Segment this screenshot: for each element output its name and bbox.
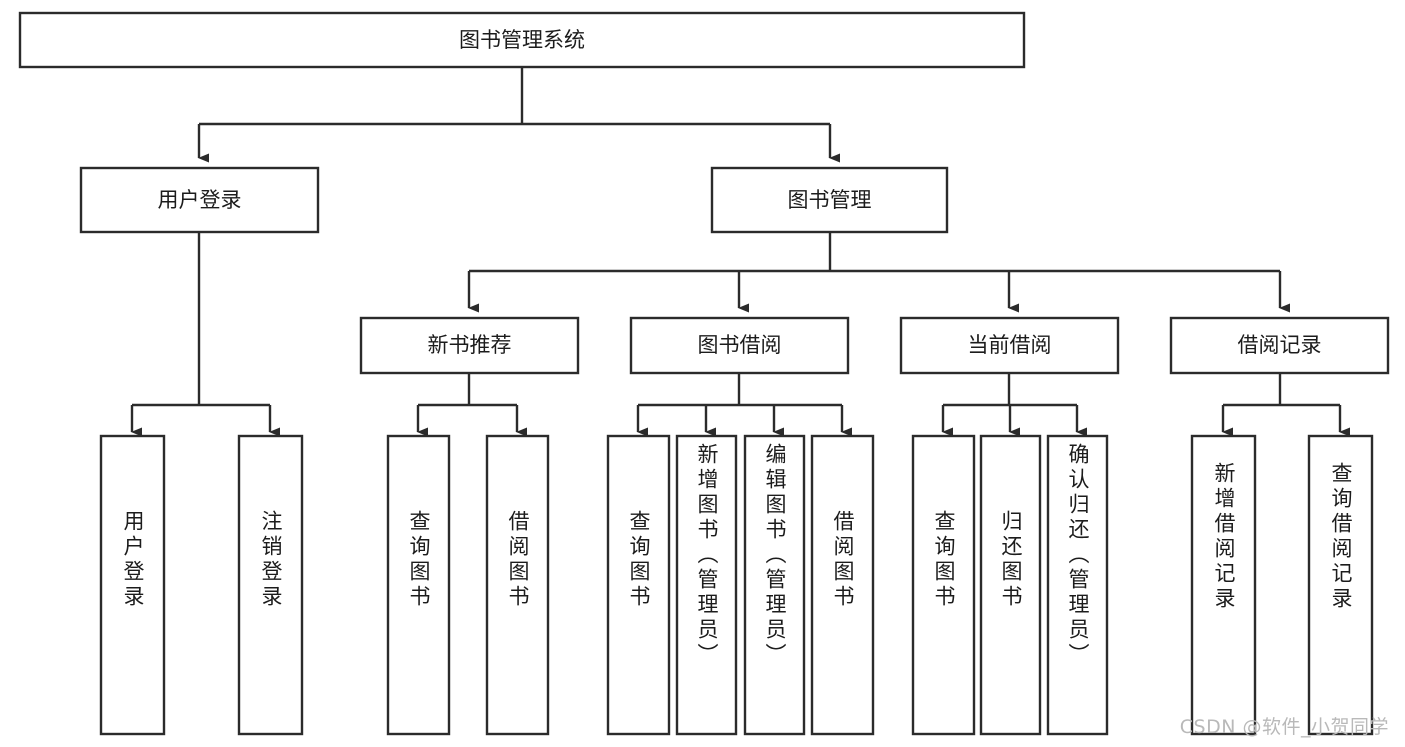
node-root-box bbox=[18, 11, 1026, 69]
leaf-box-confirm-return-admin[interactable] bbox=[1046, 434, 1109, 736]
leaf-box-return-book[interactable] bbox=[979, 434, 1042, 736]
leaf-box-add-borrow-record[interactable] bbox=[1190, 434, 1257, 736]
leaf-box-query-book-current[interactable] bbox=[911, 434, 976, 736]
node-new-book-recommendation[interactable]: 新书推荐 bbox=[359, 316, 580, 375]
leaf-box-query-borrow-record[interactable] bbox=[1307, 434, 1374, 736]
node-user-login-box bbox=[79, 166, 320, 234]
node-borrowing-record[interactable]: 借阅记录 bbox=[1169, 316, 1390, 375]
node-root-book-management-system[interactable]: 图书管理系统 bbox=[18, 11, 1026, 69]
node-new-book-recommendation-box bbox=[359, 316, 580, 375]
node-new-book-recommendation-label: 新书推荐 bbox=[428, 333, 512, 357]
node-book-management[interactable]: 图书管理 bbox=[710, 166, 949, 234]
node-borrowing-record-box bbox=[1169, 316, 1390, 375]
leaf-box-borrow-book[interactable] bbox=[810, 434, 875, 736]
node-book-management-box bbox=[710, 166, 949, 234]
leaf-box-add-book-admin[interactable] bbox=[675, 434, 738, 736]
node-current-borrowing-box bbox=[899, 316, 1120, 375]
node-user-login-label: 用户登录 bbox=[158, 188, 242, 212]
leaf-box-logout[interactable] bbox=[237, 434, 304, 736]
node-current-borrowing-label: 当前借阅 bbox=[968, 333, 1052, 357]
node-book-borrowing-box bbox=[629, 316, 850, 375]
leaf-box-user-login[interactable] bbox=[99, 434, 166, 736]
node-book-borrowing[interactable]: 图书借阅 bbox=[629, 316, 850, 375]
node-root-label: 图书管理系统 bbox=[459, 28, 585, 52]
leaf-box-edit-book-admin[interactable] bbox=[743, 434, 806, 736]
watermark-csdn: CSDN @软件_小贺同学 bbox=[1179, 716, 1389, 738]
node-current-borrowing[interactable]: 当前借阅 bbox=[899, 316, 1120, 375]
node-borrowing-record-label: 借阅记录 bbox=[1238, 333, 1322, 357]
node-user-login[interactable]: 用户登录 bbox=[79, 166, 320, 234]
leaf-box-query-book-rec[interactable] bbox=[386, 434, 451, 736]
leaf-box-query-book-borrow[interactable] bbox=[606, 434, 671, 736]
node-book-borrowing-label: 图书借阅 bbox=[698, 333, 782, 357]
leaf-box-borrow-book-rec[interactable] bbox=[485, 434, 550, 736]
node-book-management-label: 图书管理 bbox=[788, 188, 872, 212]
